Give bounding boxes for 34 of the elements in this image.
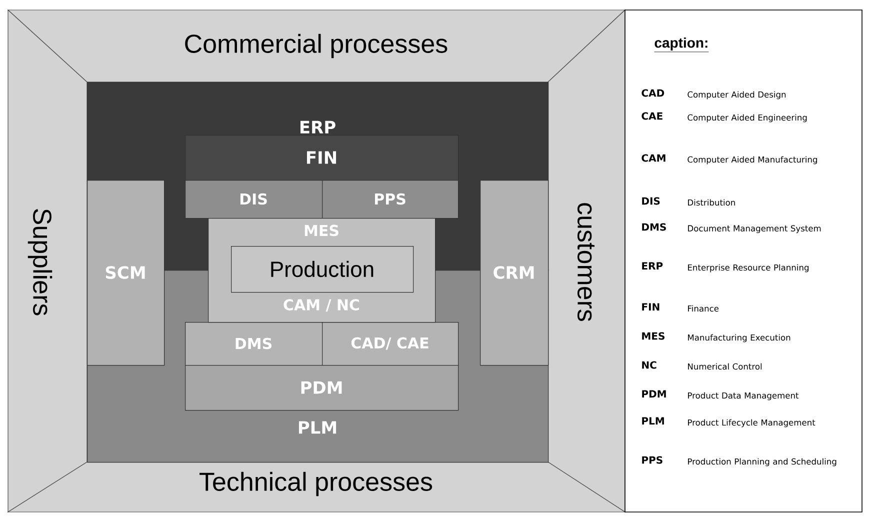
abbreviation: NC [642, 361, 656, 369]
abbreviation: CAE [642, 112, 662, 120]
abbreviation: ERP [642, 262, 663, 270]
abbreviation: CAM [642, 154, 666, 162]
system-box: CRM [480, 180, 549, 366]
system-box: Production [231, 246, 414, 293]
system-box: DMS [185, 322, 323, 366]
system-box: SCM [87, 180, 165, 366]
system-box: CAD/ CAE [322, 322, 459, 366]
definition: Numerical Control [688, 363, 762, 370]
abbreviation: PDM [642, 390, 666, 398]
system-box: DIS [185, 180, 323, 219]
abbreviation: DMS [642, 223, 666, 231]
definition: Enterprise Resource Planning [688, 264, 808, 272]
definition: Product Data Management [688, 392, 799, 400]
abbreviation: FIN [642, 303, 660, 310]
definition: Computer Aided Engineering [688, 114, 807, 122]
abbreviation: PPS [642, 456, 662, 464]
definition: Finance [688, 305, 719, 312]
definition: Distribution [688, 199, 735, 206]
system-box: FIN [185, 135, 459, 181]
abbreviation: MES [642, 332, 664, 340]
definition: Document Management System [688, 225, 821, 234]
definition: Product Lifecycle Management [688, 419, 816, 428]
abbreviation: PLM [642, 417, 664, 424]
caption-heading: caption: [654, 37, 709, 52]
abbreviation: CAD [642, 89, 664, 97]
system-box: PDM [185, 365, 459, 411]
definition: Production Planning and Scheduling [688, 458, 836, 466]
definition: Computer Aided Design [688, 91, 786, 100]
system-box: PPS [322, 180, 459, 219]
abbreviation: DIS [642, 197, 660, 205]
definition: Manufacturing Execution [688, 334, 790, 342]
definition: Computer Aided Manufacturing [688, 156, 817, 164]
